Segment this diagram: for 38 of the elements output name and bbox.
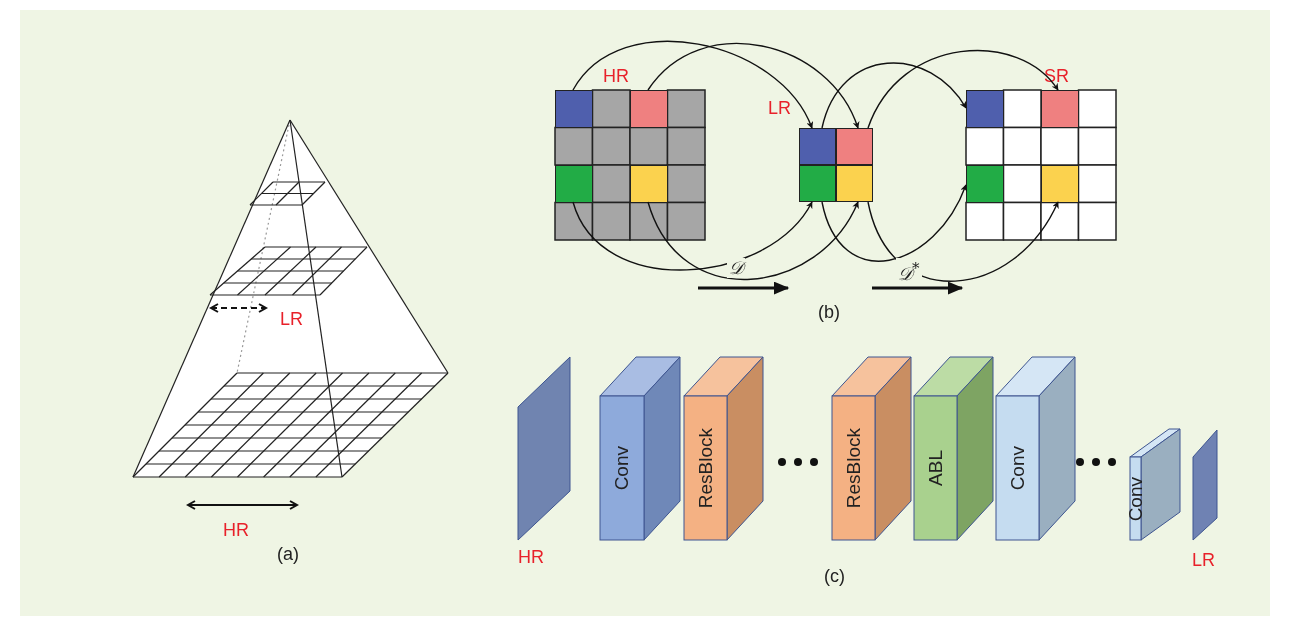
grid-label: SR	[1044, 66, 1069, 86]
block-label: Conv	[1125, 476, 1146, 521]
block-label: ResBlock	[843, 428, 864, 509]
grid-label: LR	[768, 98, 791, 118]
arrow	[572, 201, 813, 271]
block-label: ABL	[925, 450, 946, 486]
pixel-cell	[836, 165, 873, 202]
pixel-cell	[630, 165, 668, 203]
pixel-cell	[555, 90, 593, 128]
arrow	[821, 184, 967, 262]
arrow	[647, 201, 859, 280]
panel-caption: (a)	[277, 544, 299, 564]
dimension-label: HR	[223, 520, 249, 540]
plane-label: LR	[1192, 550, 1215, 570]
pixel-cell	[799, 165, 836, 202]
panel-caption: (c)	[824, 566, 845, 586]
math-label: 𝒟$^{*}$	[896, 258, 922, 284]
plane-label: HR	[518, 547, 544, 567]
block-label: Conv	[1007, 446, 1028, 491]
arrow	[867, 49, 1059, 129]
grid-label: HR	[603, 66, 629, 86]
pixel-cell	[799, 128, 836, 165]
block-label: Conv	[612, 446, 632, 491]
dimension-label: LR	[280, 309, 303, 329]
pixel-cell	[836, 128, 873, 165]
pixel-cell	[630, 90, 668, 128]
pixel-cell	[1041, 165, 1079, 203]
block-label: ResBlock	[695, 428, 716, 509]
arrow	[867, 201, 1059, 282]
arrow	[821, 62, 967, 129]
pixel-cell	[1041, 90, 1079, 128]
math-label: 𝒟	[727, 258, 745, 278]
arrow	[572, 40, 813, 129]
pixel-cell	[966, 165, 1004, 203]
arrow	[647, 42, 859, 129]
panel-caption: (b)	[818, 302, 840, 322]
pixel-cell	[966, 90, 1004, 128]
pixel-cell	[555, 165, 593, 203]
